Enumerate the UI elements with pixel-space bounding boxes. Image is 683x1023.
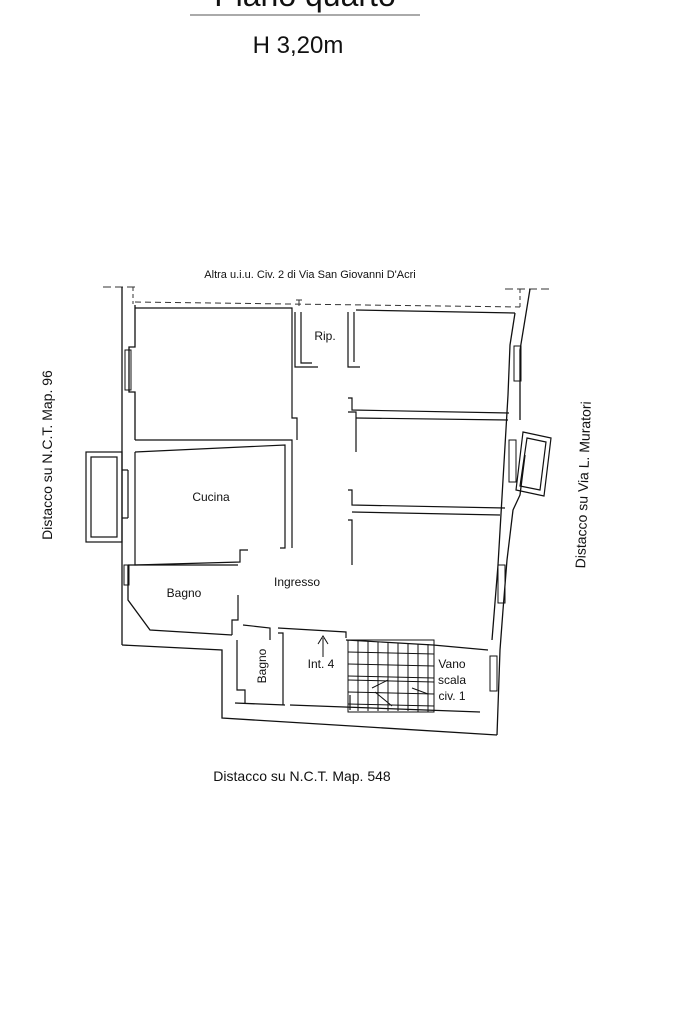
room-label-cucina: Cucina	[192, 490, 230, 504]
room-label-bagno-small: Bagno	[255, 648, 269, 683]
west-boundary-label: Distacco su N.C.T. Map. 96	[39, 370, 55, 540]
room-label-interno: Int. 4	[308, 657, 335, 671]
exterior-walls	[121, 287, 531, 736]
interior-walls	[128, 307, 516, 710]
east-balcony	[515, 431, 552, 497]
room-label-vano-scala-1: Vano	[438, 657, 465, 671]
room-label-vano-scala-3: civ. 1	[438, 689, 465, 703]
plan-title: Piano quarto	[214, 0, 395, 13]
property-line	[103, 286, 552, 308]
south-boundary-label: Distacco su N.C.T. Map. 548	[213, 768, 391, 784]
north-boundary-label: Altra u.i.u. Civ. 2 di Via San Giovanni …	[204, 269, 415, 281]
room-label-vano-scala-2: scala	[438, 673, 466, 687]
room-label-ingresso: Ingresso	[274, 575, 320, 589]
west-balcony	[85, 451, 129, 543]
east-boundary-label: Distacco su Via L. Muratori	[572, 401, 594, 568]
room-label-ripostiglio: Rip.	[314, 329, 335, 343]
stair-treads	[347, 639, 435, 713]
room-label-bagno: Bagno	[167, 586, 202, 600]
entrance-arrow-icon	[317, 635, 329, 657]
height-label: H 3,20m	[253, 32, 344, 59]
window-marks	[123, 345, 522, 692]
